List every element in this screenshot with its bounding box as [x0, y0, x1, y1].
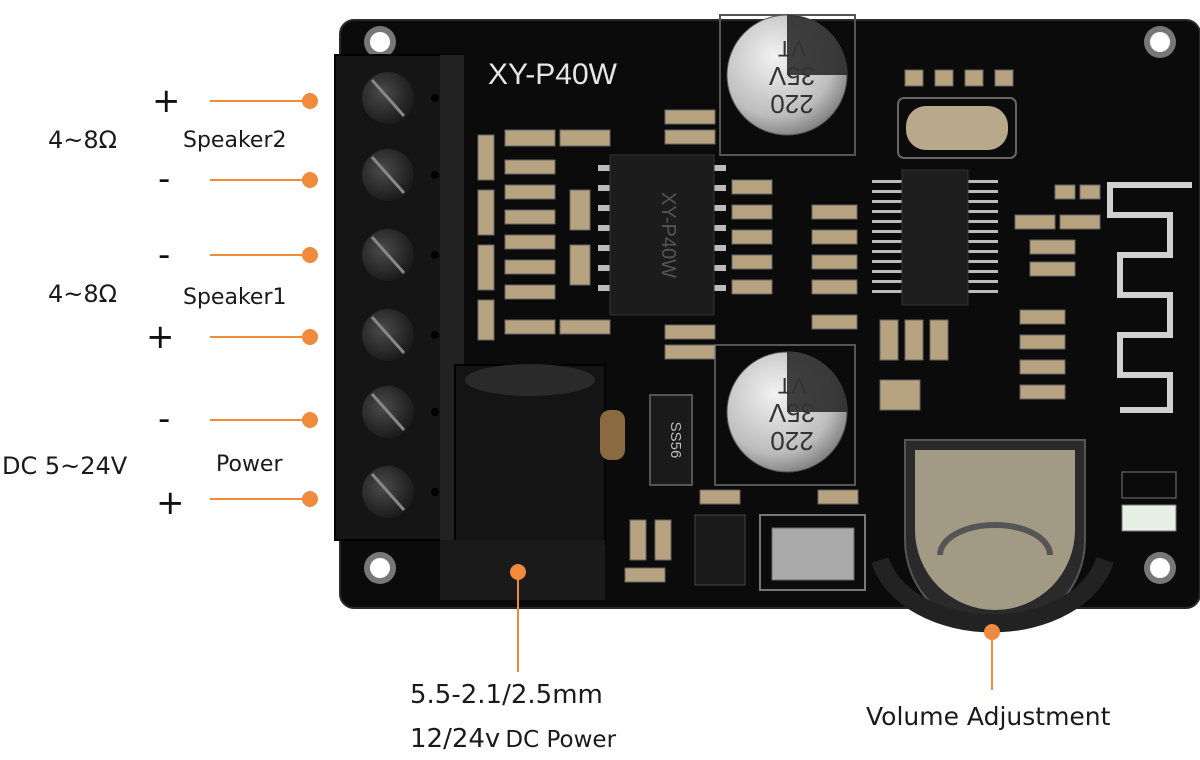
dc-jack: [440, 364, 625, 600]
speaker2-label: Speaker2: [183, 128, 287, 153]
chip-label: XY-P40W: [657, 192, 679, 278]
crystal-oscillator: [897, 97, 1017, 159]
status-led: [1121, 471, 1177, 532]
dc-jack-size-label: 5.5-2.1/2.5mm: [410, 680, 603, 710]
speaker2-plus-sign: +: [152, 81, 181, 121]
power-label: Power: [216, 452, 283, 477]
screw-terminal-block: [334, 54, 464, 541]
speaker1-plus-sign: +: [146, 317, 175, 357]
push-button: [759, 514, 866, 591]
capacitor-top: 220 35V VT: [719, 14, 856, 156]
pcb-antenna-trace: [1107, 182, 1192, 413]
smd-components: [477, 69, 1101, 583]
power-voltage: DC 5~24V: [2, 452, 128, 480]
terminal-screws: [362, 72, 414, 518]
speaker2-impedance: 4~8Ω: [48, 126, 117, 154]
volume-potentiometer: [871, 439, 1114, 633]
bluetooth-chip: [872, 169, 998, 306]
dc-jack-power-label: 12/24v DC Power: [410, 726, 616, 752]
speaker2-minus-sign: -: [158, 159, 171, 199]
power-minus-sign: -: [158, 399, 171, 439]
capacitor-top-series: VT: [778, 36, 806, 61]
capacitor-top-voltage: 35V: [768, 61, 815, 91]
capacitor-bottom-series: VT: [778, 373, 806, 398]
board-model-label: XY-P40W: [488, 58, 618, 91]
capacitor-bottom-voltage: 35V: [768, 398, 815, 428]
voltage-regulator: [694, 514, 746, 586]
speaker1-label: Speaker1: [183, 285, 287, 310]
mounting-holes: [364, 26, 1176, 584]
diode-label: SS56: [667, 422, 684, 459]
capacitor-bottom: 220 35V VT: [714, 344, 856, 486]
capacitor-top-value: 220: [770, 89, 813, 119]
annotation-lines: [210, 93, 1000, 690]
speaker1-minus-sign: -: [158, 235, 171, 275]
speaker1-impedance: 4~8Ω: [48, 280, 117, 308]
capacitor-bottom-value: 220: [770, 426, 813, 456]
diode: SS56: [649, 394, 693, 486]
dc-jack-voltage: 12/24v: [410, 724, 501, 754]
dc-jack-power-text: DC Power: [505, 727, 617, 753]
volume-adjustment-label: Volume Adjustment: [866, 702, 1111, 731]
amplifier-chip: XY-P40W: [598, 154, 726, 316]
power-plus-sign: +: [156, 483, 185, 523]
